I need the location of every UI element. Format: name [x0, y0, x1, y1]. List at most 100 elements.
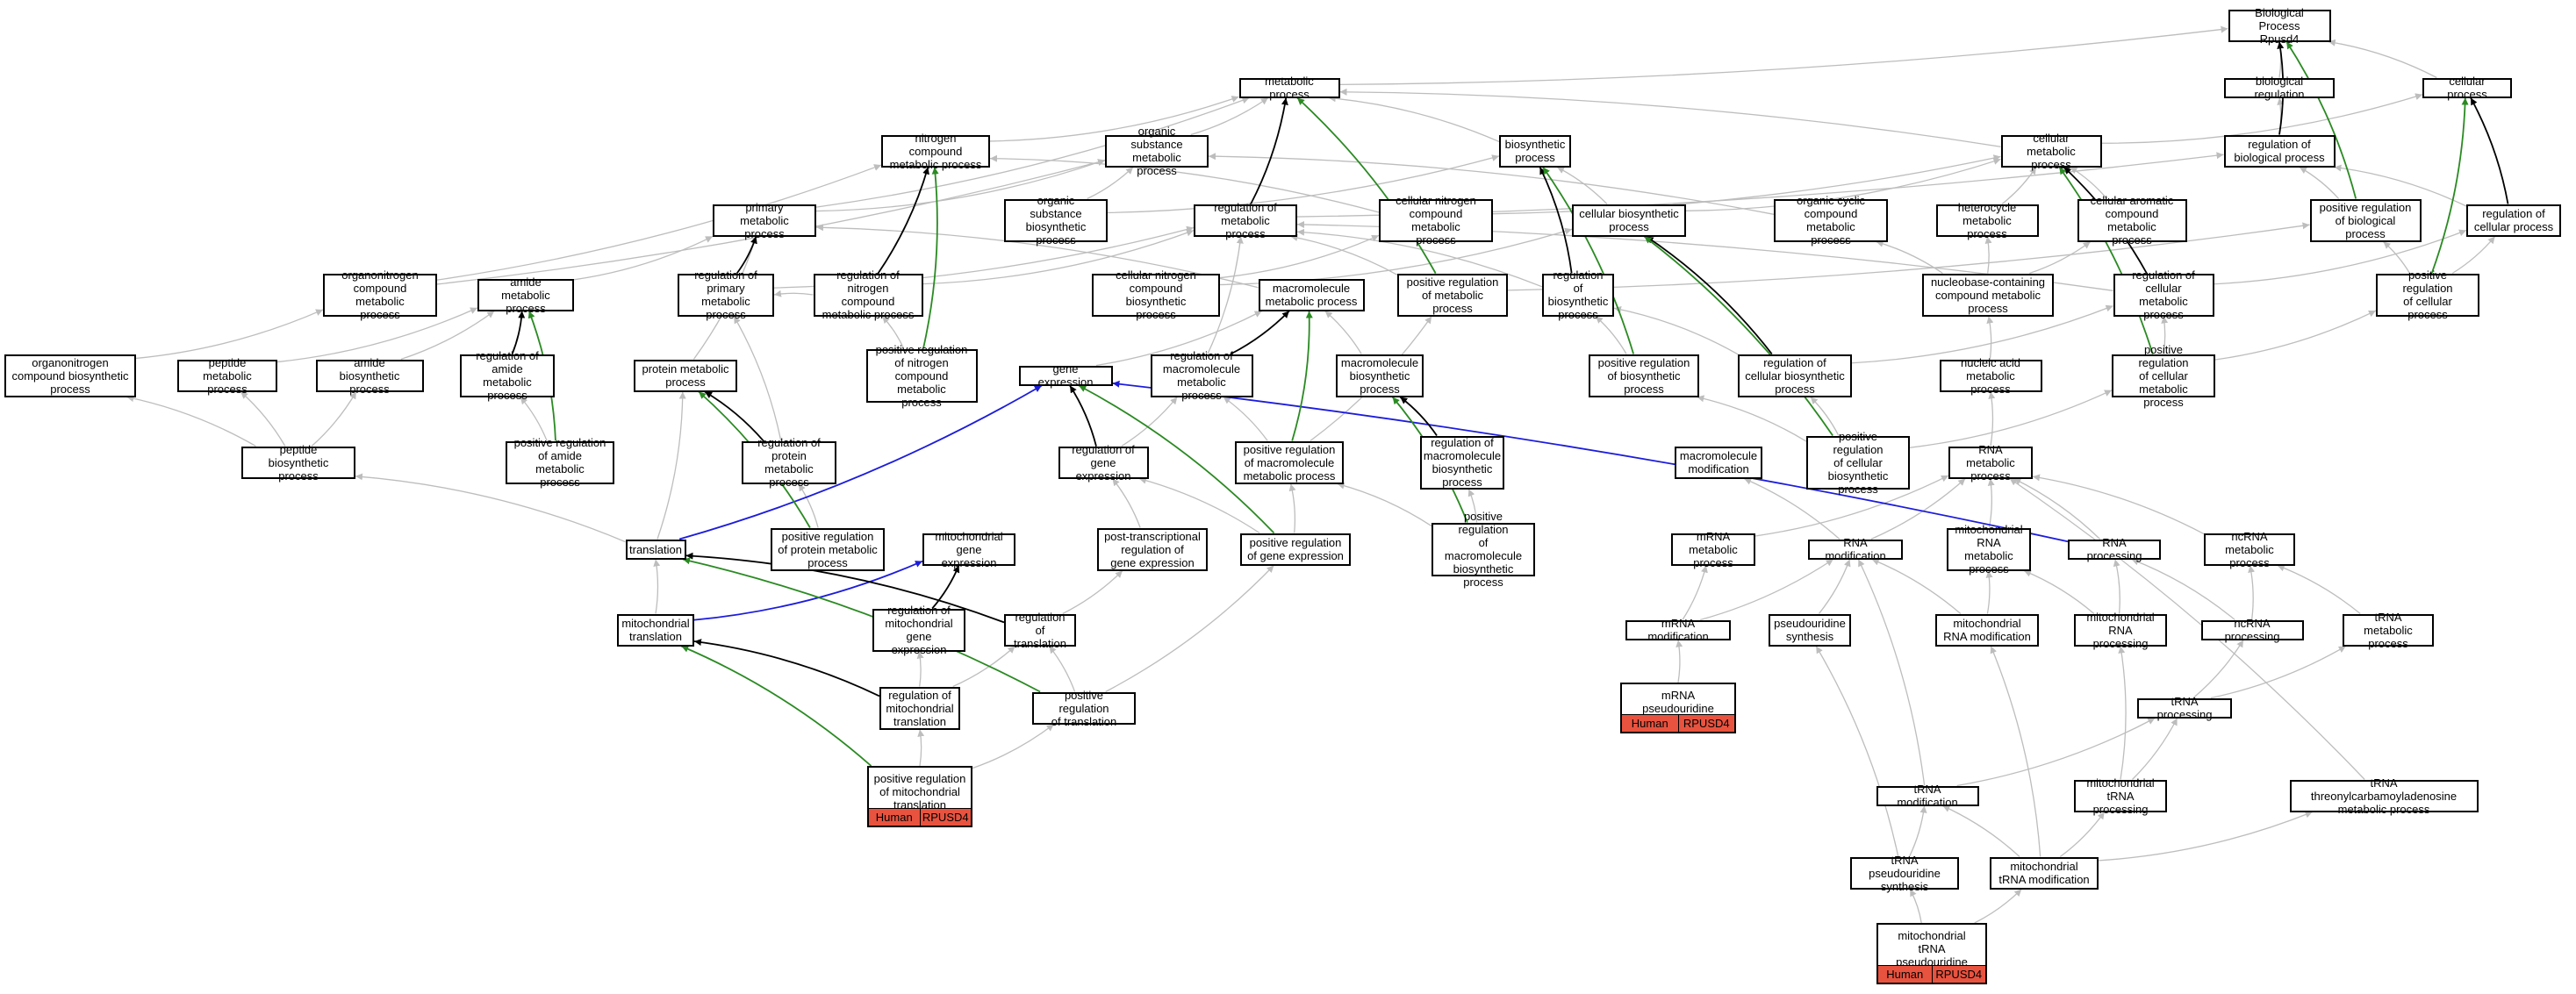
go-term-biological-regulation[interactable]: biological regulation — [2224, 75, 2335, 101]
go-term-organic-substance-biosynthetic-process[interactable]: organic substance biosynthetic process — [1004, 194, 1108, 247]
go-term-nucleic-acid-metabolic-process[interactable]: nucleic acid metabolic process — [1939, 356, 2042, 396]
edge-is-a — [2210, 645, 2347, 699]
go-term-organic-substance-metabolic-process[interactable]: organic substance metabolic process — [1105, 125, 1209, 177]
go-term-mitochondrial-trna-processing[interactable]: mitochondrial tRNA processing — [2074, 776, 2167, 816]
go-term-regulation-of-amide-metabolic-process[interactable]: regulation of amide metabolic process — [460, 349, 555, 402]
go-term-mitochondrial-rna-modification[interactable]: mitochondrial RNA modification — [1935, 613, 2039, 647]
go-term-gene-expression[interactable]: gene expression — [1018, 362, 1113, 389]
go-term-label: regulation of primary metabolic process — [694, 268, 757, 321]
edge-is-a — [1467, 489, 1478, 523]
go-term-regulation-of-cellular-process[interactable]: regulation of cellular process — [2466, 204, 2561, 237]
go-term-nitrogen-compound-metabolic-process[interactable]: nitrogen compound metabolic process — [881, 132, 990, 171]
go-term-macromolecule-modification[interactable]: macromolecule modification — [1675, 446, 1762, 479]
go-term-amide-metabolic-process[interactable]: amide metabolic process — [477, 275, 574, 315]
go-term-cellular-metabolic-process[interactable]: cellular metabolic process — [2000, 132, 2102, 171]
go-term-label: regulation of protein metabolic process — [757, 436, 821, 489]
go-term-regulation-of-gene-expression[interactable]: regulation of gene expression — [1058, 443, 1149, 483]
go-term-amide-biosynthetic-process[interactable]: amide biosynthetic process — [315, 356, 424, 396]
go-term-label: positive regulation of cellular metaboli… — [2138, 342, 2189, 409]
go-term-trna-processing[interactable]: tRNA processing — [2137, 695, 2232, 721]
go-term-ncrna-processing[interactable]: ncRNA processing — [2200, 617, 2304, 643]
go-term-positive-regulation-of-macromolecule-metabolic-process[interactable]: positive regulation of macromolecule met… — [1235, 440, 1344, 484]
go-term-positive-regulation-of-cellular-process[interactable]: positive regulation of cellular process — [2376, 268, 2479, 321]
go-term-translation[interactable]: translation — [625, 539, 686, 560]
go-term-positive-regulation-of-amide-metabolic-process[interactable]: positive regulation of amide metabolic p… — [506, 436, 614, 489]
edge-is-a — [2113, 559, 2120, 614]
go-term-organic-cyclic-compound-metabolic-process[interactable]: organic cyclic compound metabolic proces… — [1774, 194, 1888, 247]
go-term-regulation-of-metabolic-process[interactable]: regulation of metabolic process — [1194, 201, 1297, 240]
go-term-positive-regulation-of-macromolecule-biosynthetic-process[interactable]: positive regulation of macromolecule bio… — [1432, 510, 1535, 589]
go-term-mitochondrial-rna-metabolic-process[interactable]: mitochondrial RNA metabolic process — [1947, 523, 2031, 576]
go-term-regulation-of-mitochondrial-gene-expression[interactable]: regulation of mitochondrial gene express… — [872, 604, 965, 656]
go-term-mitochondrial-translation[interactable]: mitochondrial translation — [617, 613, 694, 647]
go-term-positive-regulation-of-gene-expression[interactable]: positive regulation of gene expression — [1240, 533, 1351, 566]
go-term-label: positive regulation of cellular process — [2402, 268, 2453, 321]
edge-is-a — [1595, 316, 1627, 354]
go-term-cellular-process[interactable]: cellular process — [2422, 75, 2512, 101]
go-term-regulation-of-mitochondrial-translation[interactable]: regulation of mitochondrial translation — [879, 686, 960, 730]
go-term-macromolecule-biosynthetic-process[interactable]: macromolecule biosynthetic process — [1336, 354, 1424, 397]
go-term-cellular-nitrogen-compound-biosynthetic-process[interactable]: cellular nitrogen compound biosynthetic … — [1092, 268, 1220, 321]
go-term-mitochondrial-trna-pseudouridine-synthesis[interactable]: mitochondrial tRNA pseudouridine synthes… — [1876, 923, 1987, 984]
go-term-cellular-aromatic-compound-metabolic-process[interactable]: cellular aromatic compound metabolic pro… — [2077, 194, 2187, 247]
go-term-mrna-modification[interactable]: mRNA modification — [1625, 617, 1731, 643]
go-term-macromolecule-metabolic-process[interactable]: macromolecule metabolic process — [1258, 278, 1365, 311]
go-term-organonitrogen-compound-metabolic-process[interactable]: organonitrogen compound metabolic proces… — [323, 268, 437, 321]
go-term-mrna-metabolic-process[interactable]: mRNA metabolic process — [1671, 530, 1755, 569]
go-term-protein-metabolic-process[interactable]: protein metabolic process — [634, 359, 737, 392]
go-term-mitochondrial-trna-modification[interactable]: mitochondrial tRNA modification — [1990, 856, 2099, 890]
go-term-positive-regulation-of-cellular-metabolic-process[interactable]: positive regulation of cellular metaboli… — [2112, 343, 2215, 409]
go-term-mitochondrial-rna-processing[interactable]: mitochondrial RNA processing — [2074, 611, 2167, 650]
go-term-rna-metabolic-process[interactable]: RNA metabolic process — [1948, 443, 2033, 483]
go-term-regulation-of-cellular-metabolic-process[interactable]: regulation of cellular metabolic process — [2113, 268, 2214, 321]
go-term-regulation-of-cellular-biosynthetic-process[interactable]: regulation of cellular biosynthetic proc… — [1738, 354, 1852, 397]
go-term-regulation-of-protein-metabolic-process[interactable]: regulation of protein metabolic process — [742, 436, 836, 489]
go-term-metabolic-process[interactable]: metabolic process — [1238, 75, 1340, 101]
annotation-species: Human — [869, 809, 920, 826]
go-term-label: macromolecule biosynthetic process — [1340, 355, 1419, 396]
go-term-post-transcriptional-regulation-of-gene-expression[interactable]: post-transcriptional regulation of gene … — [1097, 527, 1208, 571]
go-term-positive-regulation-of-protein-metabolic-process[interactable]: positive regulation of protein metabolic… — [771, 527, 885, 571]
go-term-positive-regulation-of-translation[interactable]: positive regulation of translation — [1032, 689, 1136, 728]
go-term-peptide-biosynthetic-process[interactable]: peptide biosynthetic process — [241, 443, 355, 483]
go-term-rna-modification[interactable]: RNA modification — [1808, 536, 1903, 562]
go-term-trna-modification[interactable]: tRNA modification — [1876, 783, 1979, 809]
go-term-positive-regulation-of-biological-process[interactable]: positive regulation of biological proces… — [2309, 198, 2422, 242]
go-term-cellular-nitrogen-compound-metabolic-process[interactable]: cellular nitrogen compound metabolic pro… — [1379, 194, 1493, 247]
go-term-ncrna-metabolic-process[interactable]: ncRNA metabolic process — [2204, 530, 2295, 569]
go-term-trna-pseudouridine-synthesis[interactable]: tRNA pseudouridine synthesis — [1850, 854, 1959, 893]
edge-is-a — [1107, 154, 1500, 214]
go-term-pseudouridine-synthesis[interactable]: pseudouridine synthesis — [1769, 613, 1851, 647]
go-term-regulation-of-macromolecule-metabolic-process[interactable]: regulation of macromolecule metabolic pr… — [1150, 349, 1253, 402]
go-term-biosynthetic-process[interactable]: biosynthetic process — [1499, 134, 1571, 168]
go-term-regulation-of-macromolecule-biosynthetic-process[interactable]: regulation of macromolecule biosynthetic… — [1420, 435, 1504, 490]
go-term-positive-regulation-of-mitochondrial-translation[interactable]: positive regulation of mitochondrial tra… — [867, 766, 972, 827]
go-term-organonitrogen-compound-biosynthetic-process[interactable]: organonitrogen compound biosynthetic pro… — [4, 354, 136, 397]
go-term-nucleobase-containing-compound-metabolic-process[interactable]: nucleobase-containing compound metabolic… — [1922, 273, 2054, 317]
go-term-positive-regulation-of-nitrogen-compound-metabolic-process[interactable]: positive regulation of nitrogen compound… — [865, 343, 978, 409]
go-term-positive-regulation-of-metabolic-process[interactable]: positive regulation of metabolic process — [1397, 273, 1508, 317]
go-term-cellular-biosynthetic-process[interactable]: cellular biosynthetic process — [1572, 204, 1686, 237]
go-term-positive-regulation-of-cellular-biosynthetic-process[interactable]: positive regulation of cellular biosynth… — [1806, 430, 1910, 496]
go-term-bp[interactable]: Biological Process Rpusd4 — [2228, 6, 2331, 46]
go-term-rna-processing[interactable]: RNA processing — [2068, 536, 2161, 562]
go-term-regulation-of-translation[interactable]: regulation of translation — [1004, 611, 1076, 650]
go-term-regulation-of-biosynthetic-process[interactable]: regulation of biosynthetic process — [1542, 268, 1614, 321]
go-term-mrna-pseudouridine-synthesis[interactable]: mRNA pseudouridine synthesisHumanRPUSD4 — [1620, 683, 1736, 733]
go-term-mitochondrial-gene-expression[interactable]: mitochondrial gene expression — [922, 530, 1015, 569]
go-term-label: cellular biosynthetic process — [1579, 207, 1679, 233]
go-term-label: gene expression — [1037, 362, 1094, 389]
go-term-regulation-of-biological-process[interactable]: regulation of biological process — [2223, 134, 2336, 168]
go-term-primary-metabolic-process[interactable]: primary metabolic process — [713, 201, 816, 240]
go-term-positive-regulation-of-biosynthetic-process[interactable]: positive regulation of biosynthetic proc… — [1589, 354, 1699, 397]
go-term-trna-threonylcarbamoyladenosine-metabolic-process[interactable]: tRNA threonylcarbamoyladenosine metaboli… — [2289, 776, 2479, 816]
go-term-regulation-of-nitrogen-compound-metabolic-process[interactable]: regulation of nitrogen compound metaboli… — [813, 268, 923, 321]
go-term-label: heterocycle metabolic process — [1957, 200, 2017, 240]
edge-is-a — [733, 316, 782, 441]
go-term-regulation-of-primary-metabolic-process[interactable]: regulation of primary metabolic process — [678, 268, 774, 321]
go-term-heterocycle-metabolic-process[interactable]: heterocycle metabolic process — [1935, 200, 2039, 240]
go-term-peptide-metabolic-process[interactable]: peptide metabolic process — [177, 356, 277, 396]
go-term-trna-metabolic-process[interactable]: tRNA metabolic process — [2343, 611, 2434, 650]
